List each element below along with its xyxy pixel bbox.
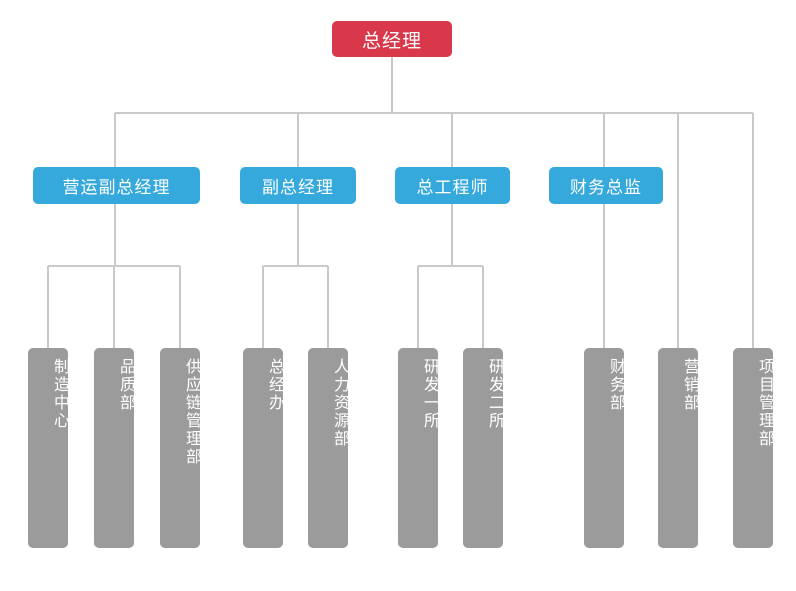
org-node-finance[interactable]: 财务部	[584, 348, 626, 548]
org-node-supply-chain[interactable]: 供应链管理部	[160, 348, 202, 548]
org-node-label: 总工程师	[416, 178, 489, 198]
org-node-label: 营销部	[681, 358, 700, 412]
org-node-chief-eng[interactable]: 总工程师	[395, 167, 510, 204]
org-node-project-mgmt[interactable]: 项目管理部	[733, 348, 775, 548]
org-node-label: 副总经理	[262, 178, 334, 198]
org-node-rd-2[interactable]: 研发二所	[463, 348, 505, 548]
org-node-label: 制造中心	[51, 358, 70, 430]
org-node-cfo[interactable]: 财务总监	[549, 167, 663, 204]
org-node-ops-vp[interactable]: 营运副总经理	[33, 167, 200, 204]
org-node-quality[interactable]: 品质部	[94, 348, 136, 548]
org-node-label: 品质部	[117, 358, 136, 412]
org-node-mfg-center[interactable]: 制造中心	[28, 348, 70, 548]
org-node-label: 总经办	[266, 358, 285, 412]
org-node-label: 项目管理部	[756, 358, 775, 448]
org-node-label: 研发二所	[486, 358, 505, 430]
org-node-label: 研发一所	[421, 358, 440, 430]
org-node-gm-office[interactable]: 总经办	[243, 348, 285, 548]
org-node-label: 财务部	[607, 358, 626, 412]
org-node-label: 人力资源部	[331, 358, 350, 448]
org-node-general-manager[interactable]: 总经理	[332, 21, 452, 57]
org-node-label: 总经理	[361, 29, 422, 52]
org-node-label: 财务总监	[570, 178, 642, 198]
org-node-rd-1[interactable]: 研发一所	[398, 348, 440, 548]
org-node-marketing[interactable]: 营销部	[658, 348, 700, 548]
org-node-hr[interactable]: 人力资源部	[308, 348, 350, 548]
org-node-label: 营运副总经理	[62, 178, 171, 198]
org-node-vp[interactable]: 副总经理	[240, 167, 356, 204]
org-node-label: 供应链管理部	[183, 358, 202, 466]
